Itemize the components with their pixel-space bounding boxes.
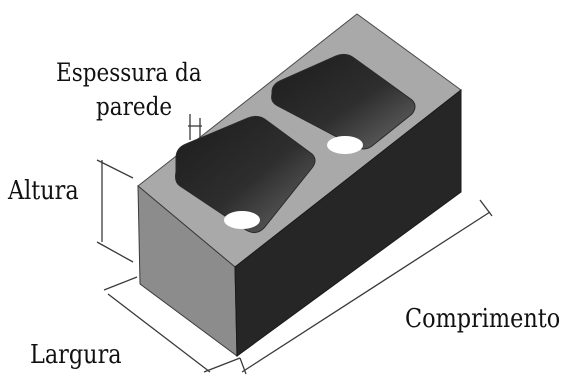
- height-dimension-line: [96, 159, 134, 263]
- label-wall-thickness-line2: parede: [96, 92, 173, 121]
- width-dimension-line: [103, 276, 241, 373]
- block-side-face: [234, 88, 462, 357]
- label-height: Altura: [8, 176, 79, 206]
- cavity-left: [175, 115, 316, 234]
- label-length: Comprimento: [405, 304, 561, 334]
- wall-thickness-indicator: [188, 114, 202, 140]
- length-dimension-line: [239, 199, 493, 375]
- hole-right: [327, 136, 363, 154]
- label-wall-thickness-line1: Espessura da: [56, 58, 202, 87]
- label-width: Largura: [30, 340, 122, 370]
- cavity-right: [271, 53, 416, 150]
- hole-left: [224, 211, 260, 229]
